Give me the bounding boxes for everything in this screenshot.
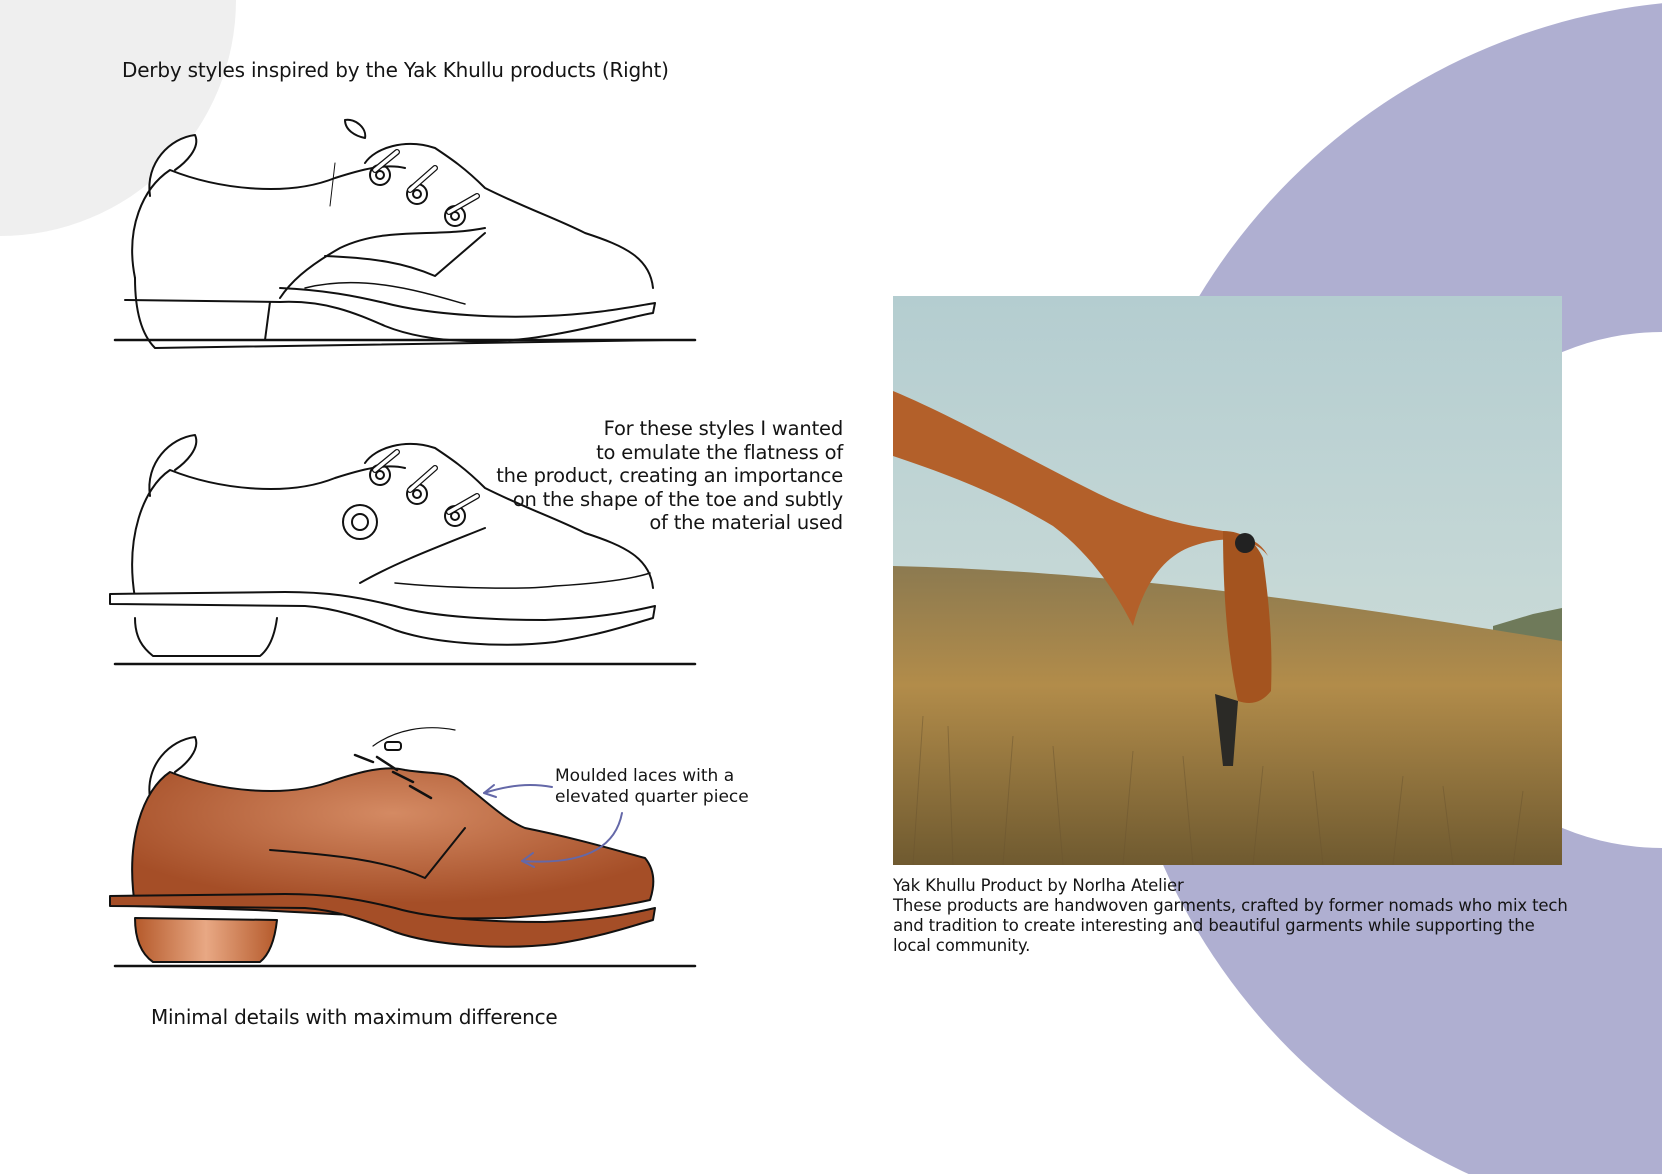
laces-callout: Moulded laces with a elevated quarter pi… bbox=[555, 766, 749, 807]
arrow-to-laces bbox=[483, 784, 553, 794]
callout-arrows bbox=[483, 784, 623, 868]
caption-line: local community. bbox=[893, 936, 1031, 955]
subtitle: Minimal details with maximum difference bbox=[151, 1005, 558, 1029]
arrow-to-quarter bbox=[521, 812, 623, 863]
derby-sketch-2 bbox=[109, 434, 697, 666]
caption-line: These products are handwoven garments, c… bbox=[893, 896, 1568, 915]
yak-khullu-photo bbox=[893, 296, 1562, 865]
derby-leather-render bbox=[109, 727, 697, 968]
derby-sketch-1 bbox=[113, 118, 697, 349]
photo-caption: Yak Khullu Product by Norlha Atelier The… bbox=[893, 876, 1573, 956]
caption-title: Yak Khullu Product by Norlha Atelier bbox=[893, 876, 1184, 895]
caption-line: and tradition to create interesting and … bbox=[893, 916, 1535, 935]
design-intent-text: For these styles I wanted to emulate the… bbox=[496, 417, 843, 534]
page-heading: Derby styles inspired by the Yak Khullu … bbox=[122, 58, 669, 82]
grey-circle-decoration bbox=[0, 0, 236, 236]
